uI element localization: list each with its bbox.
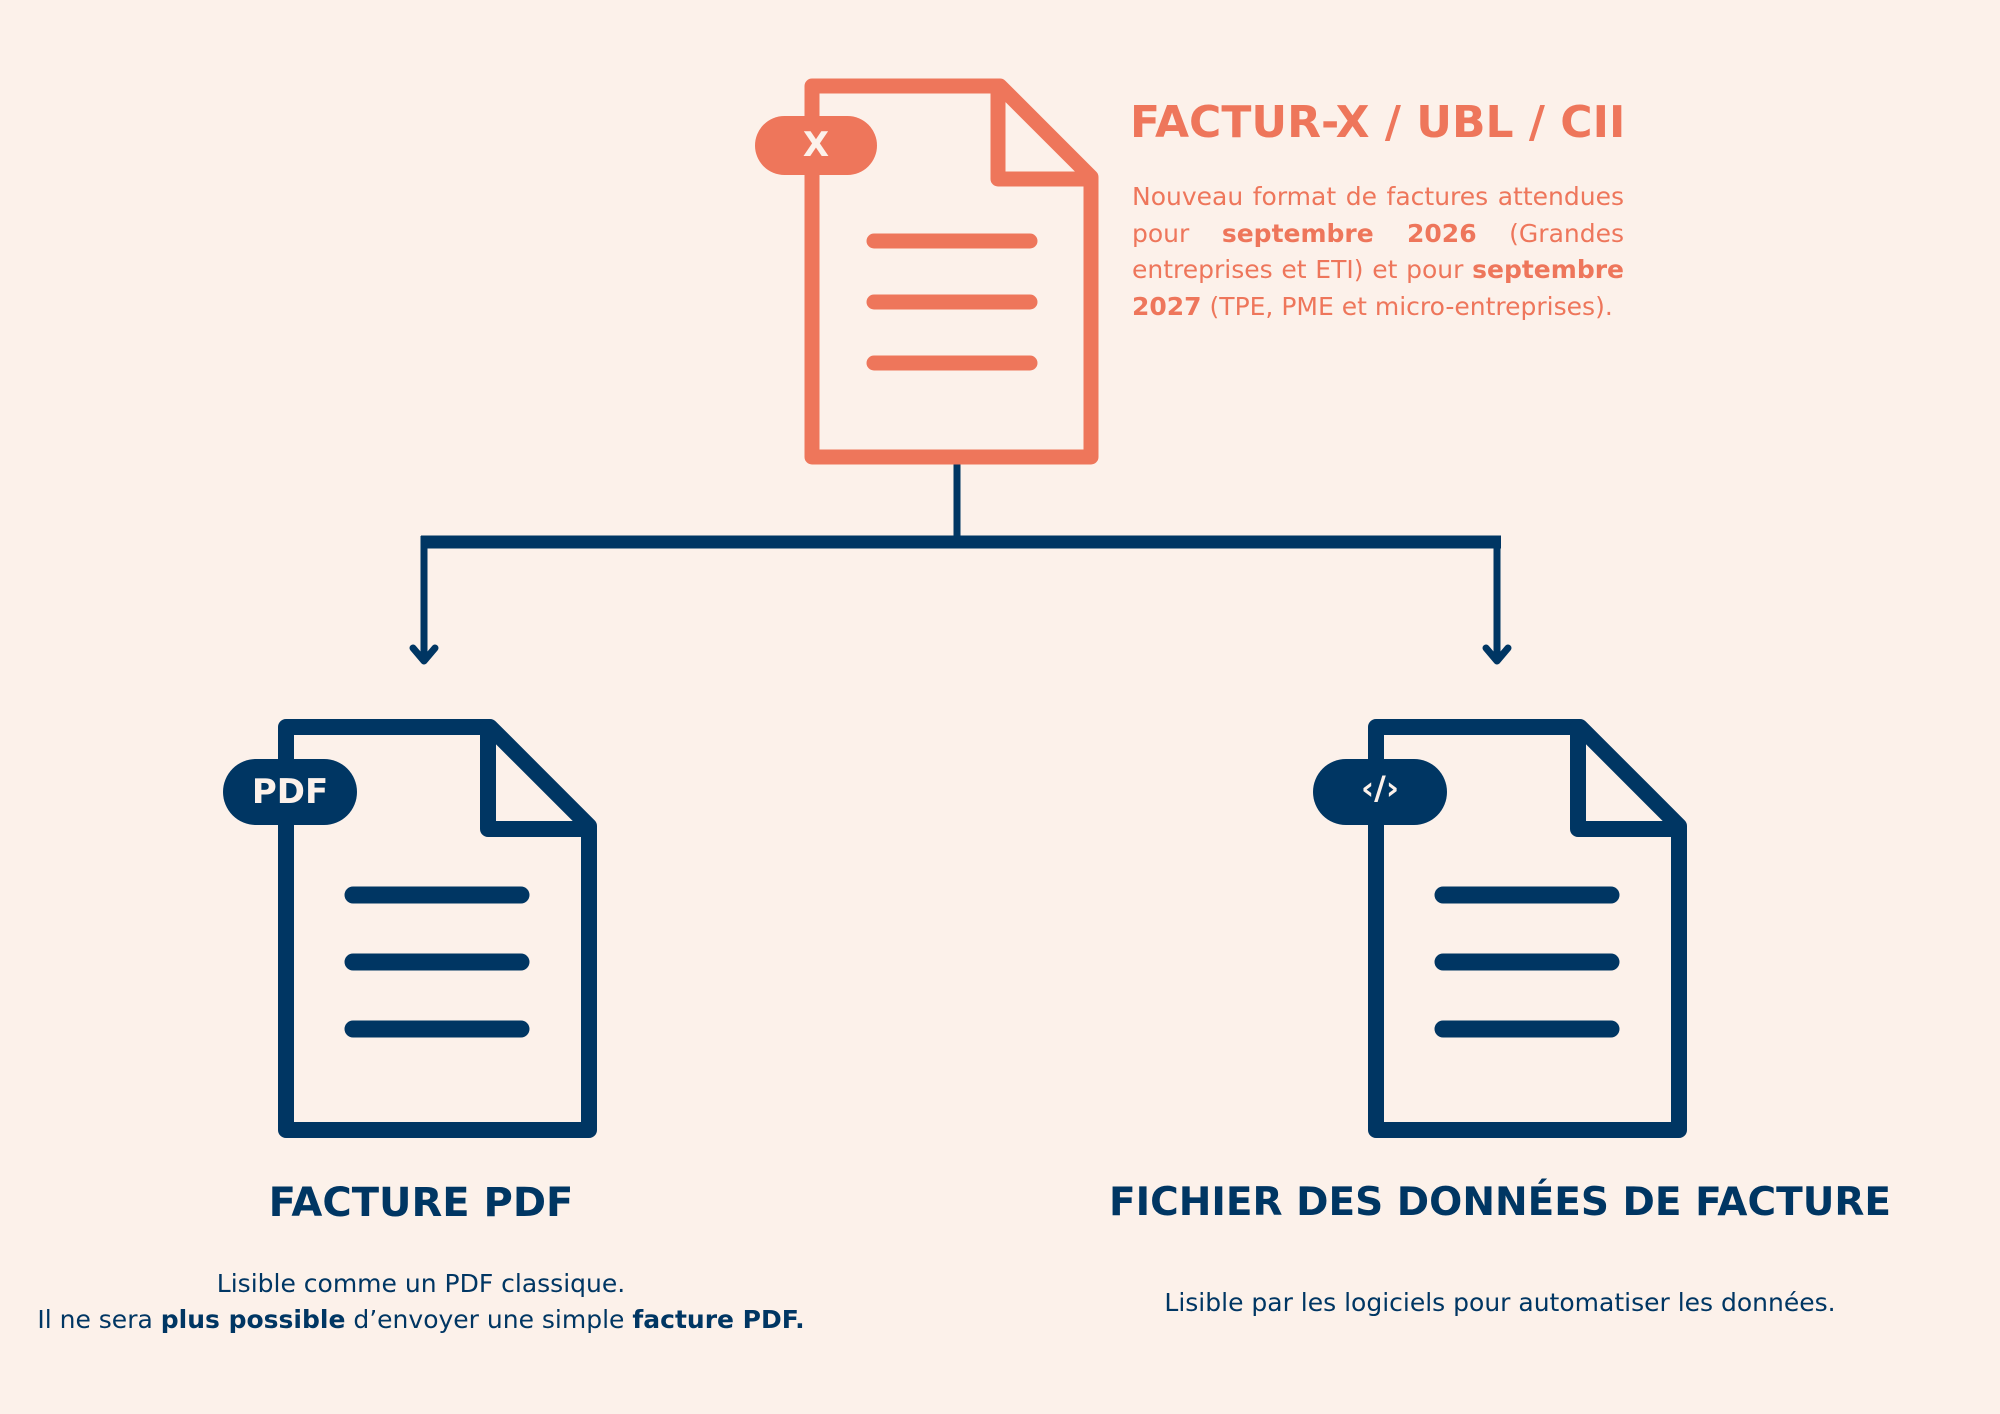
desc-text: Nouveau format de factures attendues pou… — [1132, 182, 1624, 248]
file-code-icon — [1313, 719, 1687, 1138]
connector-tree — [409, 464, 1512, 665]
right-node-title: FICHIER DES DONNÉES DE FACTURE — [1108, 1180, 1892, 1225]
desc-emphasis: facture PDF. — [632, 1305, 805, 1334]
right-node-description: Lisible par les logiciels pour automatis… — [1164, 1288, 1836, 1317]
badge-x — [755, 116, 877, 175]
left-node-title: FACTURE PDF — [268, 1180, 574, 1226]
arrow-down-left-icon — [409, 644, 439, 665]
left-node-description: Lisible comme un PDF classique. Il ne se… — [21, 1266, 821, 1338]
desc-text: d’envoyer une simple — [345, 1305, 633, 1334]
badge-code — [1313, 759, 1447, 825]
top-node-title: FACTUR-X / UBL / CII — [1130, 97, 1626, 148]
badge-pdf — [223, 759, 357, 825]
top-node-description: Nouveau format de factures attendues pou… — [1132, 179, 1624, 325]
badge-x-label: X — [802, 125, 830, 165]
desc-text: (Grandes entreprises et ETI) et pour — [1132, 218, 1625, 285]
file-x-icon — [755, 78, 1099, 465]
desc-emphasis: plus possible — [160, 1305, 346, 1334]
desc-date-2027: septembre 2027 — [1132, 255, 1624, 321]
desc-text: (TPE, PME et micro-entreprises). — [1201, 291, 1613, 321]
left-desc-line2: Il ne sera plus possible d’envoyer une s… — [21, 1302, 821, 1338]
badge-pdf-label: PDF — [251, 772, 329, 812]
file-pdf-icon — [223, 719, 597, 1138]
desc-date-2026: septembre 2026 — [1221, 218, 1477, 248]
code-icon: ‹/› — [1360, 769, 1400, 807]
left-desc-line1: Lisible comme un PDF classique. — [216, 1269, 626, 1298]
desc-text: Il ne sera — [37, 1305, 161, 1334]
arrow-down-right-icon — [1482, 644, 1512, 665]
